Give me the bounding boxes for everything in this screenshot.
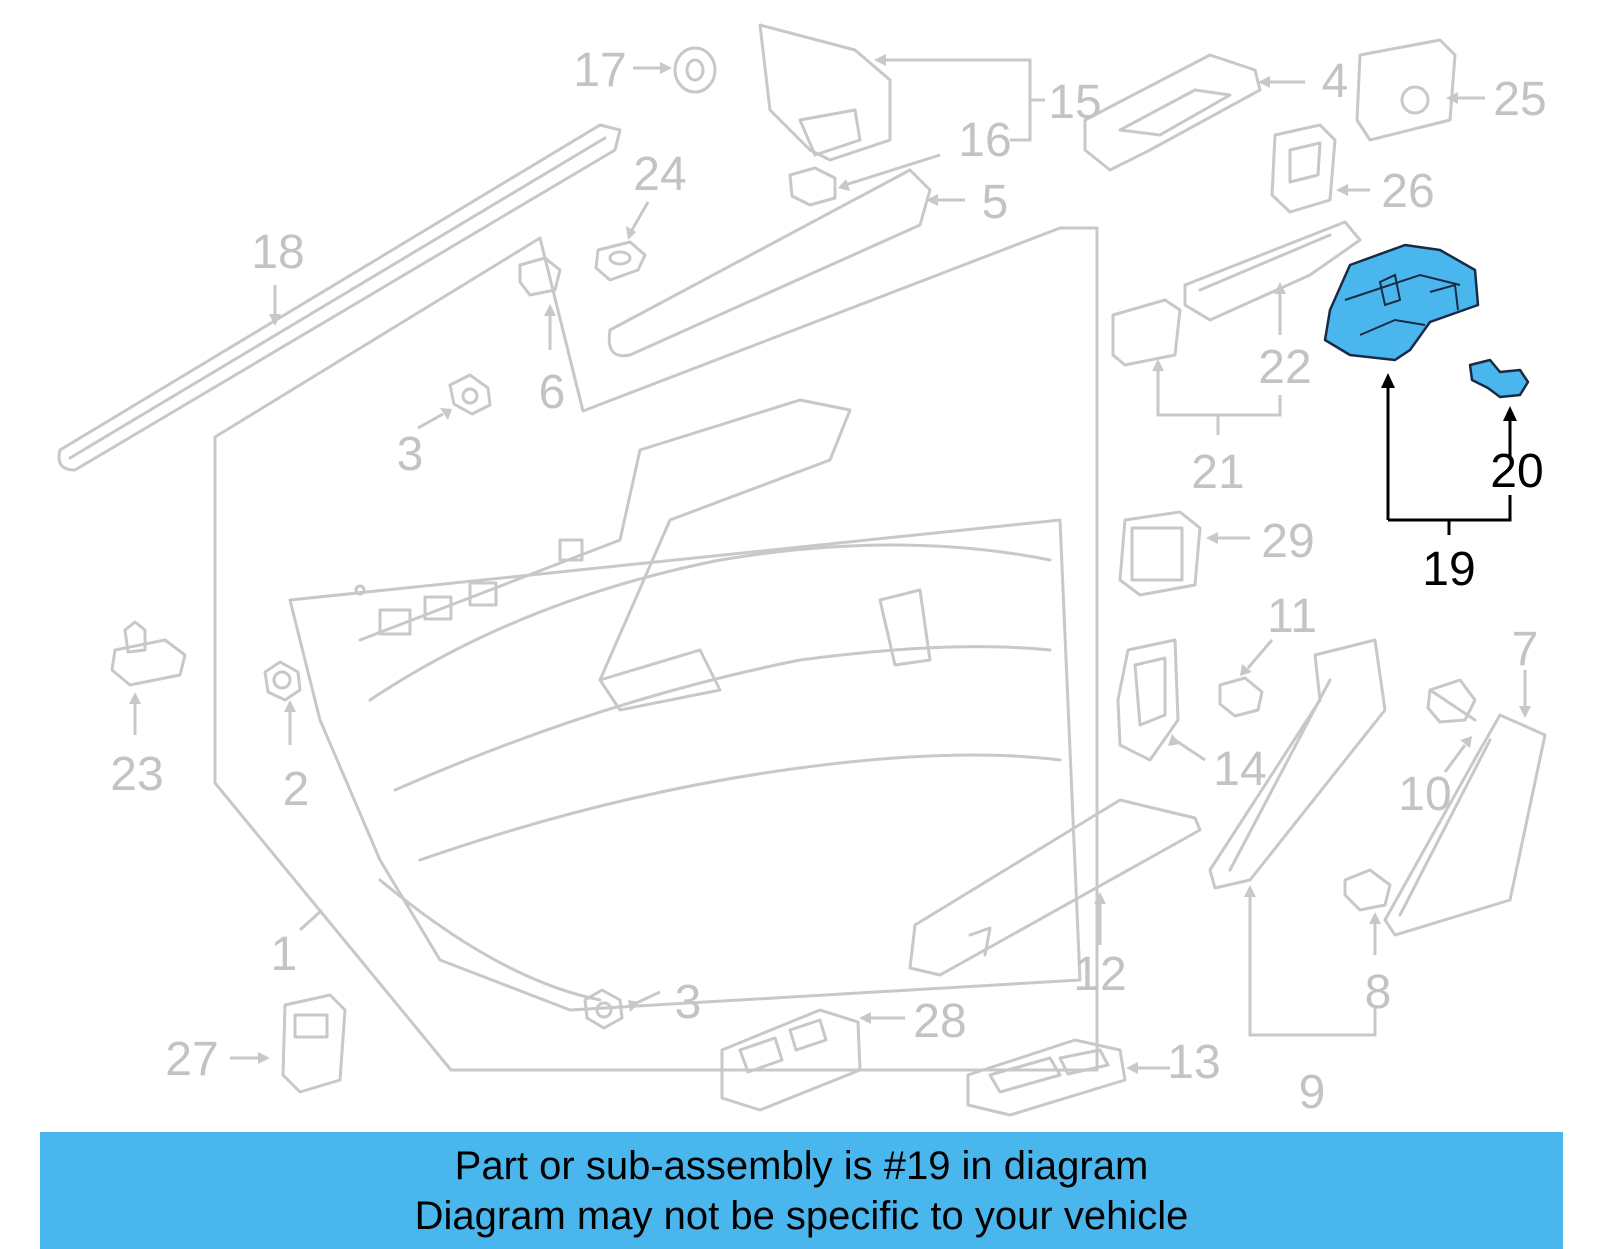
part-10-screw xyxy=(1426,678,1477,773)
callout-16: 16 xyxy=(958,114,1011,167)
callout-27: 27 xyxy=(165,1033,218,1086)
part-24-clip xyxy=(594,201,650,282)
callout-22: 22 xyxy=(1258,341,1311,394)
part-13-switch-bezel xyxy=(966,1038,1170,1117)
callout-29: 29 xyxy=(1261,515,1314,568)
callout-8: 8 xyxy=(1365,966,1392,1019)
info-banner: Part or sub-assembly is #19 in diagram D… xyxy=(40,1132,1563,1249)
part-9-pillar-trim xyxy=(1208,638,1387,1037)
part-11-screw xyxy=(1218,639,1274,718)
callout-6: 6 xyxy=(539,366,566,419)
part-2-clip xyxy=(263,660,302,745)
callout-26: 26 xyxy=(1381,165,1434,218)
callout-17: 17 xyxy=(573,44,626,97)
part-23-bracket xyxy=(110,620,187,735)
callout-28: 28 xyxy=(913,995,966,1048)
part-16-clip xyxy=(788,153,941,207)
part-3-clip-upper xyxy=(417,373,492,430)
part-6-retainer xyxy=(518,256,562,350)
part-4-inner-handle xyxy=(1083,53,1305,172)
part-29-switch xyxy=(1118,510,1250,597)
callout-3a: 3 xyxy=(397,428,424,481)
callout-4: 4 xyxy=(1322,55,1349,108)
part-28-window-switch xyxy=(720,1008,905,1112)
banner-line-1: Part or sub-assembly is #19 in diagram xyxy=(454,1143,1149,1188)
callout-11: 11 xyxy=(1267,590,1317,643)
part-14-pull-cup xyxy=(1116,638,1206,762)
part-27-switch xyxy=(230,993,347,1094)
part-5-trim-strip xyxy=(607,168,965,358)
callout-18: 18 xyxy=(251,226,304,279)
part-20-screw-highlighted xyxy=(1468,358,1530,458)
callout-5: 5 xyxy=(982,176,1009,229)
callout-2: 2 xyxy=(283,763,310,816)
callout-23: 23 xyxy=(110,748,163,801)
part-12-lower-trim xyxy=(908,798,1202,977)
callout-14: 14 xyxy=(1213,743,1266,796)
part-25-mirror-switch xyxy=(1355,38,1485,142)
callout-13: 13 xyxy=(1167,1036,1220,1089)
banner-line-2: Diagram may not be specific to your vehi… xyxy=(414,1193,1189,1238)
part-8-retainer xyxy=(1343,868,1392,955)
callout-7: 7 xyxy=(1512,623,1539,676)
part-7-trim-molding xyxy=(1383,670,1547,937)
parts-diagram: 1 2 3 3 4 5 6 7 8 9 10 11 12 13 14 15 16… xyxy=(57,23,1547,1119)
callout-10: 10 xyxy=(1398,768,1451,821)
callout-1: 1 xyxy=(271,928,298,981)
callout-25: 25 xyxy=(1493,73,1546,126)
part-1-door-panel xyxy=(213,226,1099,1072)
callout-19: 19 xyxy=(1422,543,1475,596)
callout-3b: 3 xyxy=(675,976,702,1029)
part-26-switch xyxy=(1270,123,1370,214)
callout-21: 21 xyxy=(1191,446,1244,499)
part-3-clip-lower xyxy=(583,988,661,1030)
callout-12: 12 xyxy=(1073,948,1126,1001)
callout-24: 24 xyxy=(633,148,686,201)
part-18-belt-molding xyxy=(57,123,622,472)
callout-15: 15 xyxy=(1048,76,1101,129)
callout-9: 9 xyxy=(1299,1066,1326,1119)
part-22-handle-bracket xyxy=(1183,220,1362,335)
part-15-bracket xyxy=(758,23,1045,162)
part-21-handle-assembly xyxy=(1111,298,1282,435)
part-17-grommet xyxy=(633,46,717,94)
part-19-highlighted xyxy=(1323,243,1512,535)
callout-20: 20 xyxy=(1490,445,1543,498)
